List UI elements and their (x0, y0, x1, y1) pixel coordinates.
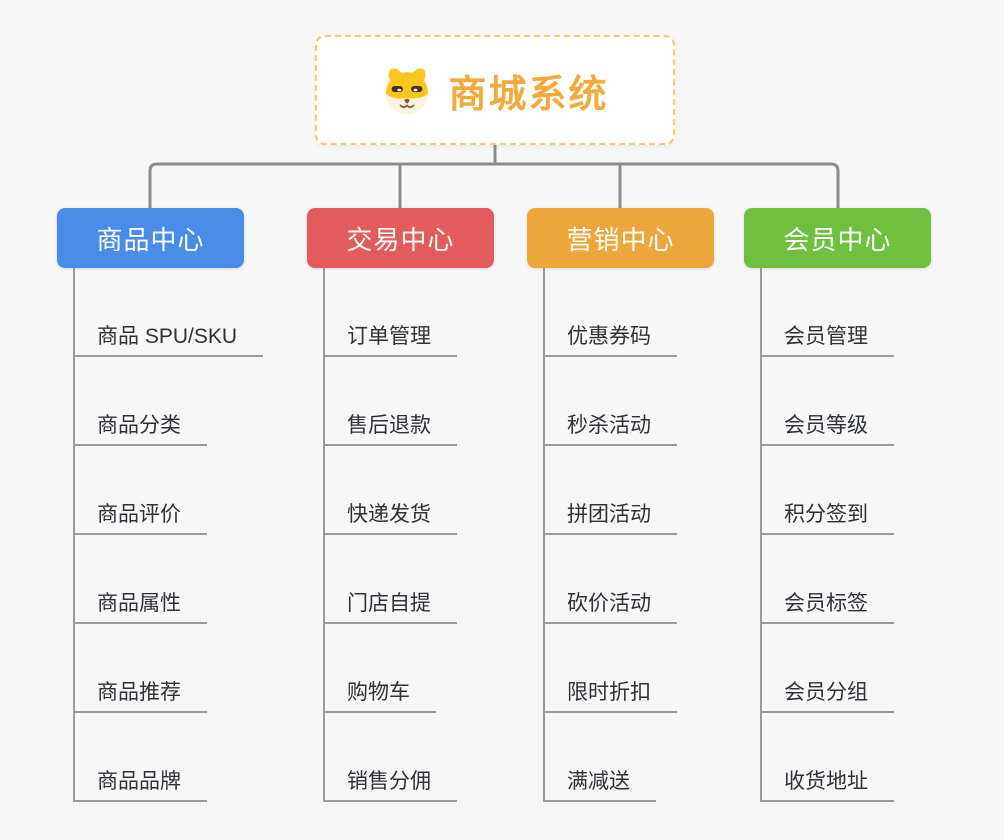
leaf-node[interactable]: 积分签到 (760, 484, 894, 535)
leaf-node[interactable]: 快递发货 (323, 484, 457, 535)
branch-column-marketing-center: 营销中心优惠券码秒杀活动拼团活动砍价活动限时折扣满减送 (527, 208, 767, 840)
leaf-node[interactable]: 商品推荐 (73, 662, 207, 713)
dog-face-icon (386, 68, 429, 115)
root-node[interactable]: 商城系统 (315, 35, 675, 145)
leaf-node[interactable]: 拼团活动 (543, 484, 677, 535)
leaf-node[interactable]: 商品分类 (73, 395, 207, 446)
leaf-node[interactable]: 会员等级 (760, 395, 894, 446)
leaf-node[interactable]: 商品品牌 (73, 751, 207, 802)
leaf-node[interactable]: 订单管理 (323, 306, 457, 357)
root-node-label: 商城系统 (448, 73, 609, 116)
branch-node-member-center[interactable]: 会员中心 (744, 208, 931, 268)
leaf-node[interactable]: 商品 SPU/SKU (73, 306, 264, 357)
branch-node-product-center[interactable]: 商品中心 (57, 208, 244, 268)
leaf-node[interactable]: 会员分组 (760, 662, 894, 713)
leaf-node[interactable]: 门店自提 (323, 573, 457, 624)
branch-column-member-center: 会员中心会员管理会员等级积分签到会员标签会员分组收货地址 (744, 208, 984, 840)
leaf-node[interactable]: 砍价活动 (543, 573, 677, 624)
leaf-node[interactable]: 收货地址 (760, 751, 894, 802)
leaf-node[interactable]: 销售分佣 (323, 751, 457, 802)
branch-node-marketing-center[interactable]: 营销中心 (527, 208, 714, 268)
leaf-node[interactable]: 商品评价 (73, 484, 207, 535)
leaf-node[interactable]: 购物车 (323, 662, 436, 713)
leaf-node[interactable]: 商品属性 (73, 573, 207, 624)
leaf-node[interactable]: 售后退款 (323, 395, 457, 446)
leaf-node[interactable]: 优惠券码 (543, 306, 677, 357)
branch-node-trade-center[interactable]: 交易中心 (307, 208, 494, 268)
branch-column-product-center: 商品中心商品 SPU/SKU 商品分类商品评价商品属性商品推荐商品品牌 (57, 208, 297, 840)
branch-column-trade-center: 交易中心订单管理售后退款快递发货门店自提购物车销售分佣 (307, 208, 547, 840)
leaf-node[interactable]: 秒杀活动 (543, 395, 677, 446)
leaf-node[interactable]: 满减送 (543, 751, 656, 802)
leaf-node[interactable]: 限时折扣 (543, 662, 677, 713)
leaf-node[interactable]: 会员标签 (760, 573, 894, 624)
leaf-node[interactable]: 会员管理 (760, 306, 894, 357)
